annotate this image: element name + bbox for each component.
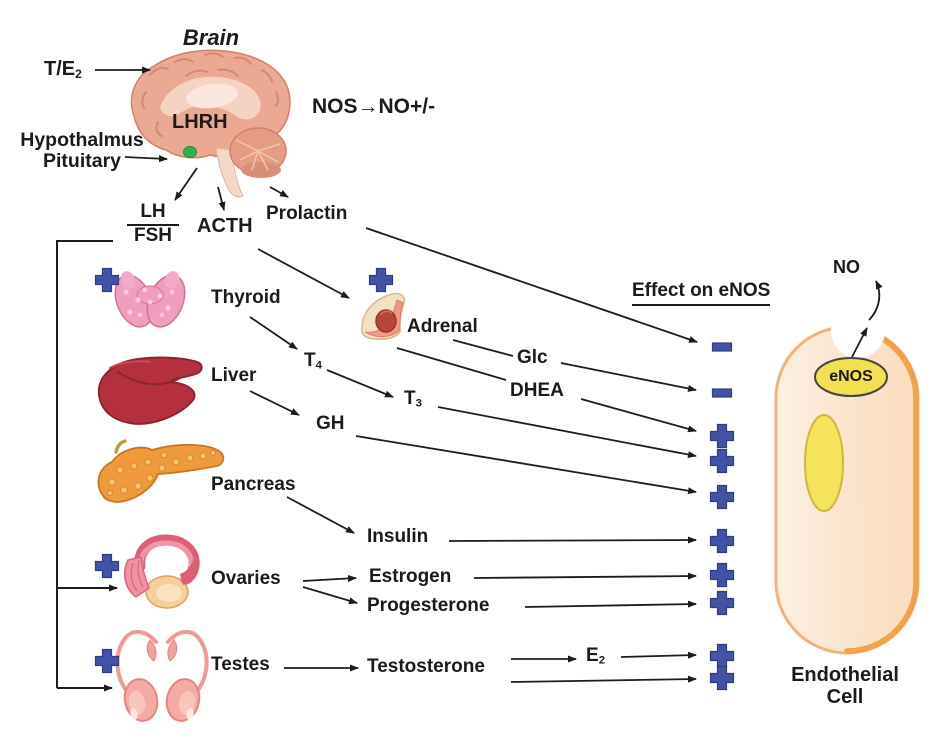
pancreas-texture <box>106 449 217 497</box>
fsh-label: FSH <box>134 224 172 246</box>
adrenal-illustration <box>360 292 406 341</box>
dhea-label: DHEA <box>510 380 564 401</box>
ovaries-illustration <box>123 534 200 609</box>
pancreas-illustration <box>97 439 225 503</box>
adrenal-label: Adrenal <box>407 316 478 337</box>
enos-label: eNOS <box>829 368 873 385</box>
effect-symbol-glc <box>709 380 735 406</box>
cell-nucleus <box>804 414 844 512</box>
effects-header: Effect on eNOS <box>632 280 771 306</box>
e2-label: E2 <box>586 645 606 667</box>
prolactin-label: Prolactin <box>266 203 348 224</box>
thyroid-label: Thyroid <box>211 287 281 308</box>
effect-symbol-estrogen <box>709 562 735 588</box>
pituitary-dot <box>183 146 197 158</box>
membrane-to-no-arrow <box>868 280 883 321</box>
membrane-notch <box>831 304 885 358</box>
liver-label: Liver <box>211 365 257 386</box>
cerebellum <box>229 127 287 178</box>
effect-symbol-dhea <box>709 423 735 449</box>
stimulation-symbol-testes <box>94 648 120 674</box>
effect-symbol-insulin <box>709 528 735 554</box>
brain-gyri <box>141 52 279 137</box>
endothelial-cell-illustration <box>774 280 920 655</box>
hypothalamus-pituitary-label: Hypothalmus Pituitary <box>20 129 144 173</box>
progesterone-label: Progesterone <box>367 595 490 616</box>
effect-symbol-prolactin <box>709 334 735 360</box>
testes-illustration <box>115 630 209 722</box>
brain-illustration <box>130 49 291 198</box>
acth-label: ACTH <box>197 215 253 237</box>
effect-symbol-testosterone <box>709 665 735 691</box>
liver-illustration <box>97 356 203 425</box>
gh-label: GH <box>316 413 345 434</box>
lh-fsh-fraction: LH FSH <box>127 201 179 246</box>
nos-no-label: NOS→NO+/- <box>312 95 436 118</box>
pancreas-label: Pancreas <box>211 474 296 495</box>
effect-symbol-progesterone <box>709 590 735 616</box>
estrogen-label: Estrogen <box>369 566 452 587</box>
stimulation-symbol-ovaries <box>94 553 120 579</box>
effect-symbol-t3 <box>709 448 735 474</box>
lhrh-label: LHRH <box>172 111 228 133</box>
lh-label: LH <box>127 201 179 226</box>
endothelial-cell-label: Endothelial Cell <box>791 664 899 708</box>
no-label: NO <box>833 257 860 277</box>
enos-oval <box>814 357 888 397</box>
enos-to-membrane-arrow <box>851 327 868 358</box>
stimulation-symbol-adrenal <box>368 267 394 293</box>
brain-title: Brain <box>182 25 240 50</box>
thyroid-illustration <box>114 271 186 328</box>
ovaries-label: Ovaries <box>211 568 281 589</box>
stimulation-symbol-thyroid <box>94 267 120 293</box>
insulin-label: Insulin <box>367 526 429 547</box>
connector-arrows <box>56 66 698 692</box>
brainstem <box>215 147 244 198</box>
testosterone-label: Testosterone <box>367 656 485 677</box>
t4-label: T4 <box>304 350 322 372</box>
effect-symbol-gh <box>709 484 735 510</box>
thyroid-texture <box>123 287 175 318</box>
te2-label: T/E2 <box>44 58 82 81</box>
glc-label: Glc <box>517 347 548 368</box>
t3-label: T3 <box>404 388 422 410</box>
testes-label: Testes <box>211 654 270 675</box>
